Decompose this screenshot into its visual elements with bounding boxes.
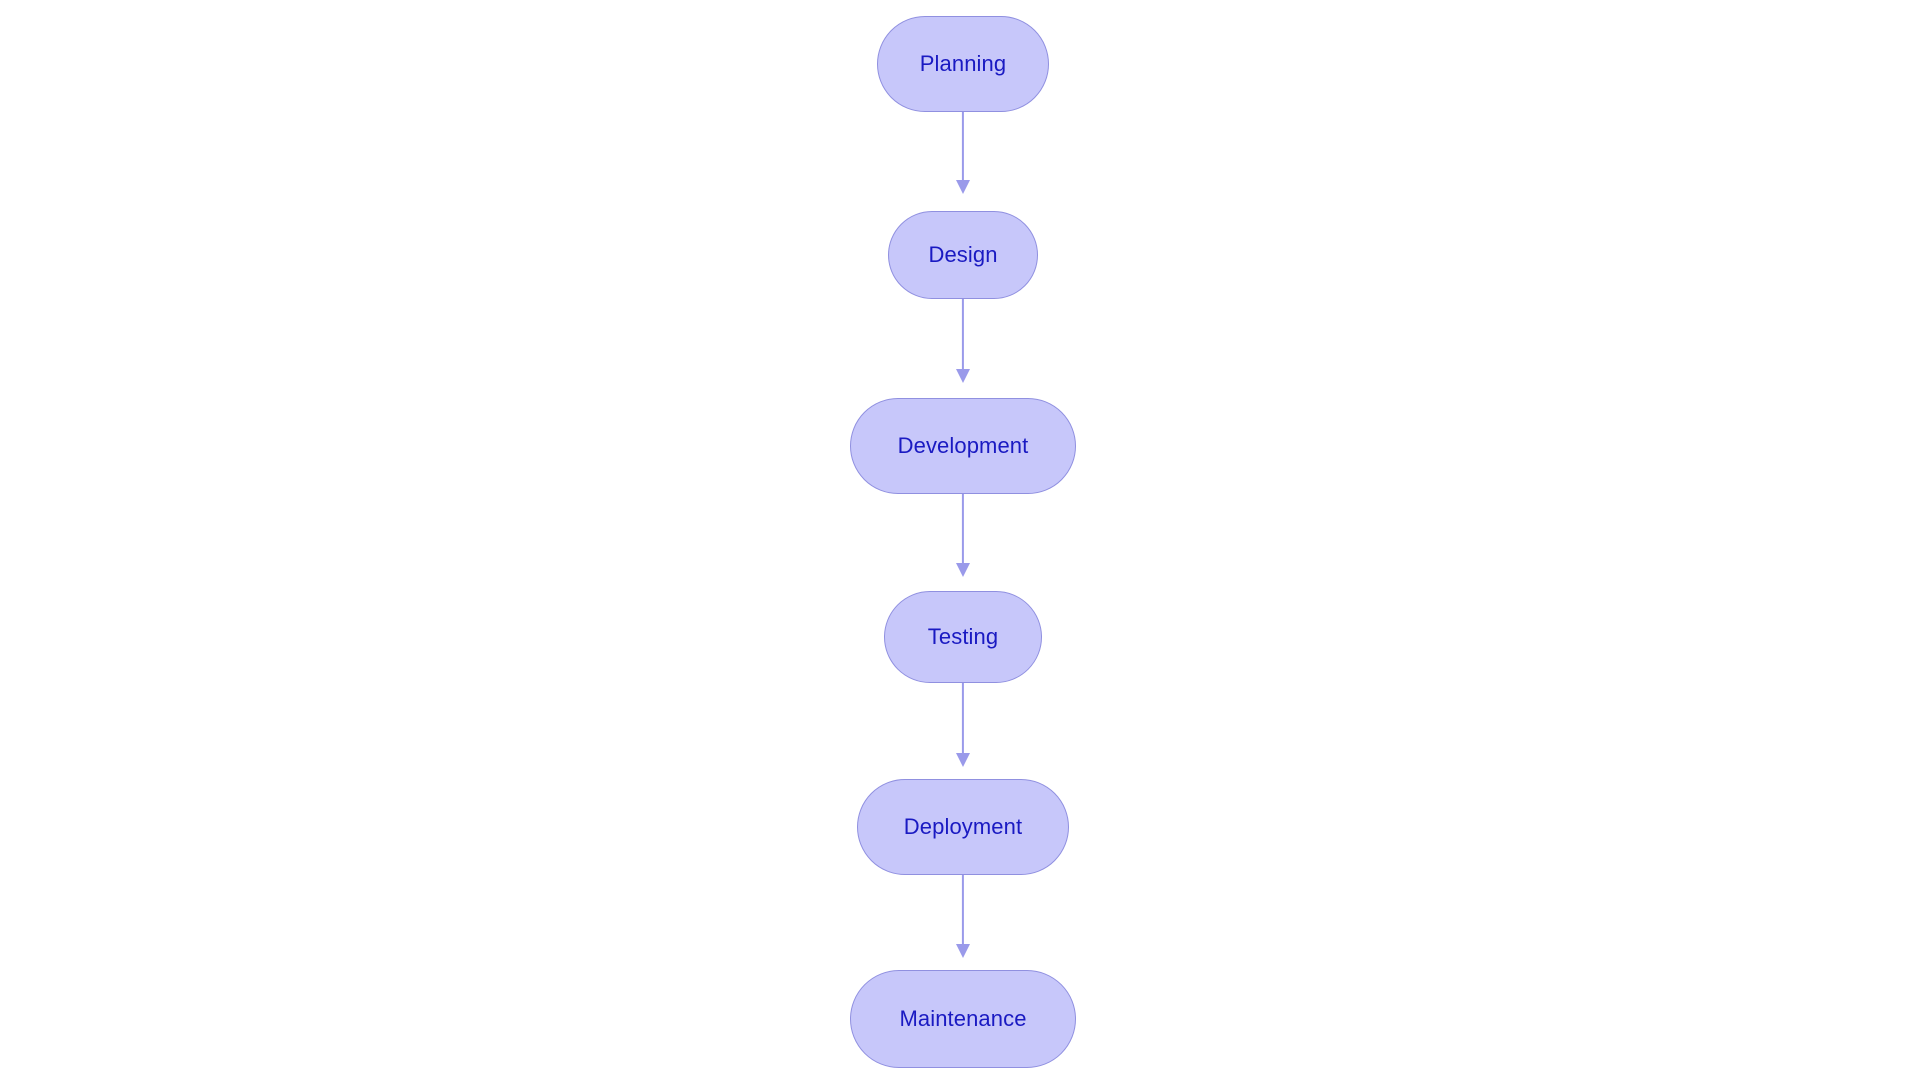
flow-node-label: Development xyxy=(897,433,1029,458)
flow-node-maintenance[interactable]: Maintenance xyxy=(850,970,1076,1068)
flow-node-design[interactable]: Design xyxy=(888,211,1038,299)
flow-node-label: Testing xyxy=(927,624,999,649)
flow-node-label: Planning xyxy=(919,51,1007,76)
flow-node-testing[interactable]: Testing xyxy=(884,591,1042,683)
flow-node-label: Deployment xyxy=(903,814,1023,839)
arrowhead-icon xyxy=(956,180,970,194)
edge-line xyxy=(961,875,965,946)
edge-line xyxy=(961,494,965,565)
edge-development-to-testing xyxy=(955,494,971,577)
edge-line xyxy=(961,299,965,371)
edge-line xyxy=(961,112,965,182)
edge-line xyxy=(961,683,965,755)
edge-testing-to-deployment xyxy=(955,683,971,767)
edge-design-to-development xyxy=(955,299,971,383)
edge-planning-to-design xyxy=(955,112,971,194)
flow-node-label: Maintenance xyxy=(899,1006,1027,1031)
edge-deployment-to-maintenance xyxy=(955,875,971,958)
flow-node-planning[interactable]: Planning xyxy=(877,16,1049,112)
flow-node-deployment[interactable]: Deployment xyxy=(857,779,1069,875)
flow-node-development[interactable]: Development xyxy=(850,398,1076,494)
flow-node-label: Design xyxy=(928,242,998,267)
arrowhead-icon xyxy=(956,563,970,577)
arrowhead-icon xyxy=(956,753,970,767)
arrowhead-icon xyxy=(956,369,970,383)
arrowhead-icon xyxy=(956,944,970,958)
